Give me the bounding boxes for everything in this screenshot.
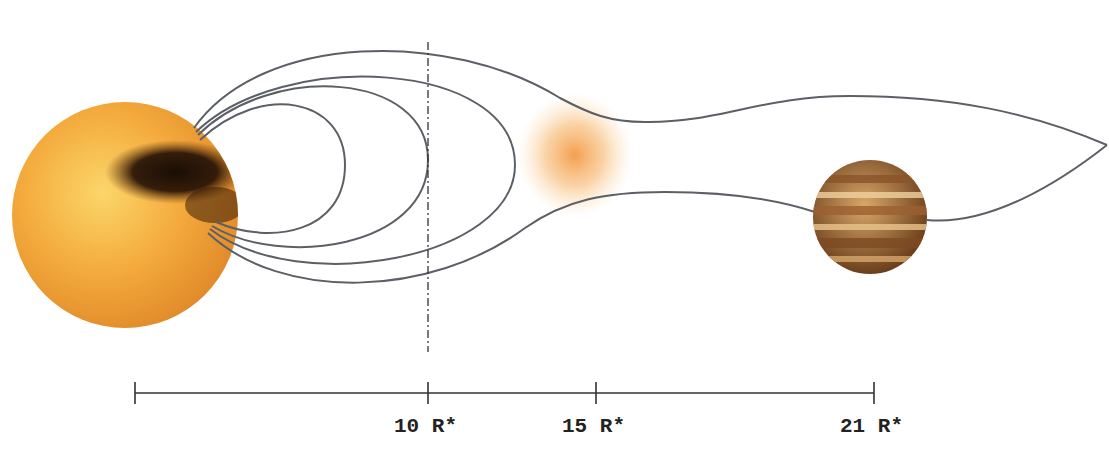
- distance-label: 21 R*: [840, 416, 903, 437]
- plasma-cloud: [517, 93, 633, 217]
- field-lines: [194, 51, 1107, 283]
- scale-bar: [135, 382, 874, 404]
- distance-label: 10 R*: [394, 416, 457, 437]
- distance-label: 15 R*: [562, 416, 625, 437]
- reference-line: [427, 42, 428, 352]
